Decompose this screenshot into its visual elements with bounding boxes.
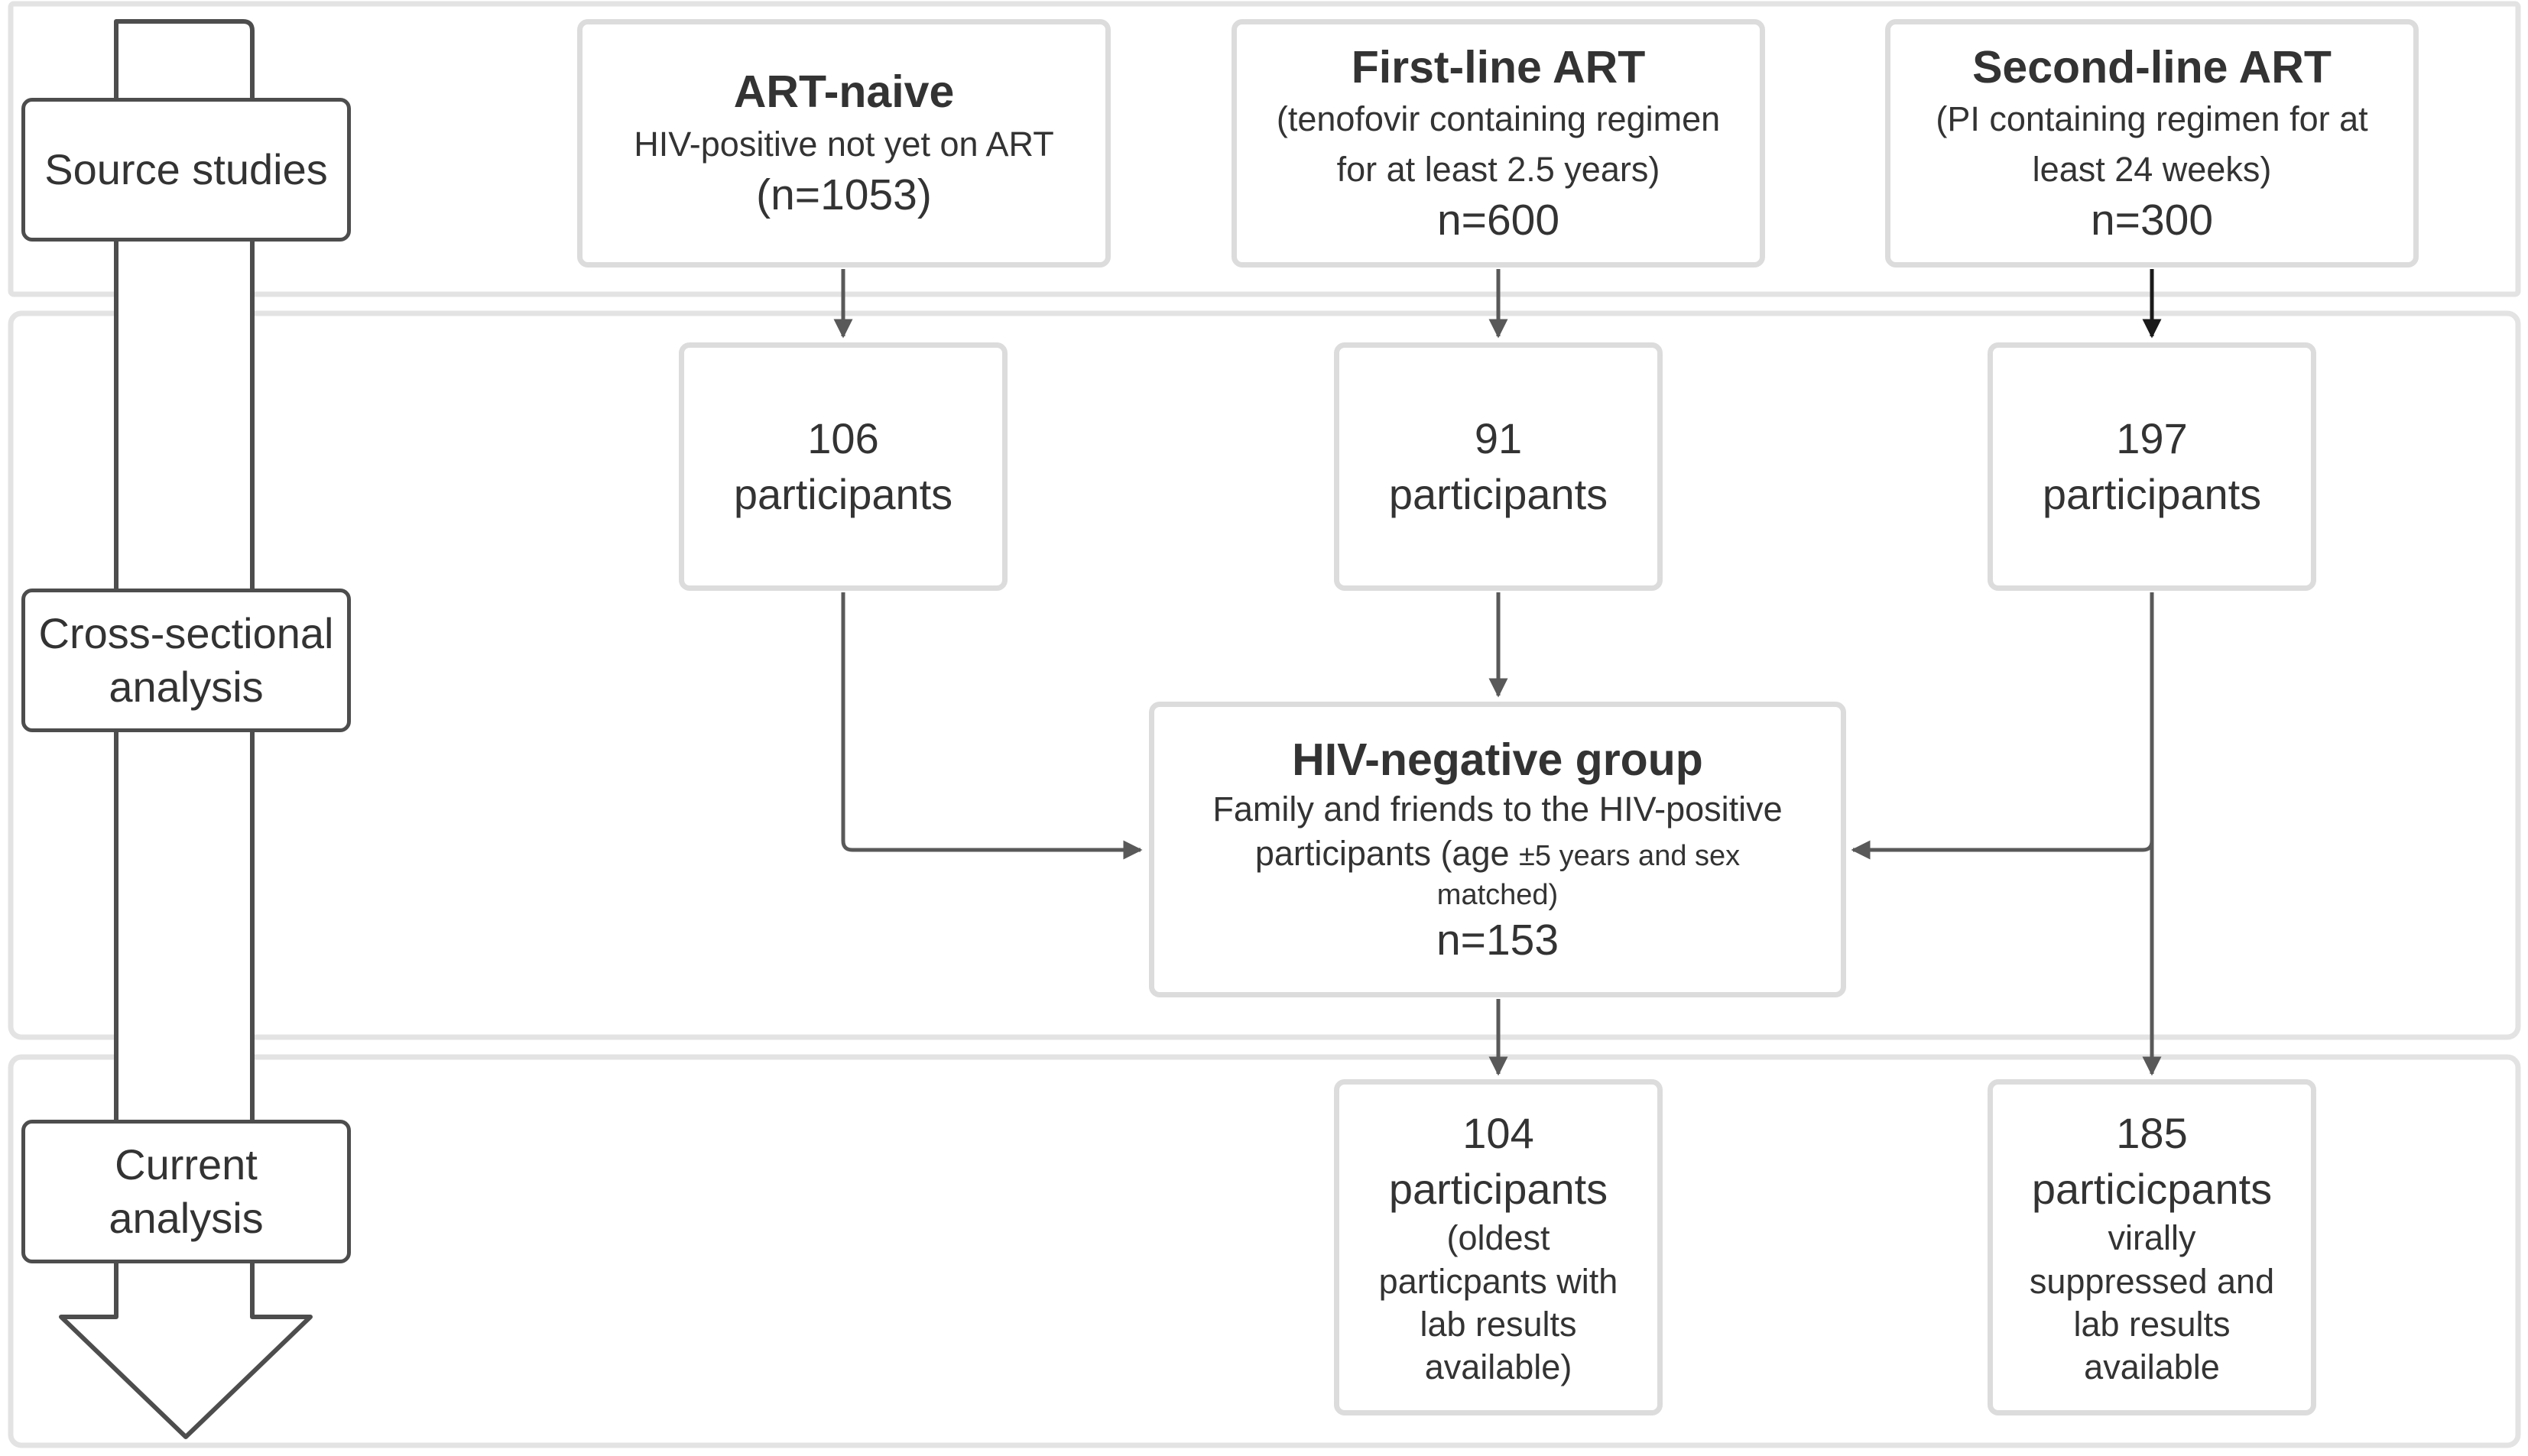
stage-source-studies: Source studies	[21, 98, 351, 242]
first-line-n: n=600	[1436, 195, 1560, 245]
second-line-title: Second-line ART	[1972, 41, 2332, 92]
first-count: 91	[1474, 413, 1523, 462]
current-first-label: participants	[1388, 1164, 1608, 1213]
art-naive-title: ART-naive	[733, 66, 955, 118]
second-label: participants	[2042, 469, 2262, 518]
negative-line3: matched)	[1436, 878, 1559, 911]
connector-106-to-negative	[841, 592, 1143, 860]
box-art-naive: ART-naive HIV-positive not yet on ART (n…	[577, 19, 1111, 268]
current-second-note1: virally	[2108, 1218, 2196, 1258]
negative-line2: participants (age ±5 years and sex	[1255, 832, 1740, 877]
negative-line1: Family and friends to the HIV-positive	[1212, 789, 1783, 829]
box-naive-participants: 106 participants	[679, 342, 1008, 591]
first-line-desc2: for at least 2.5 years)	[1336, 149, 1660, 189]
current-first-note1: (oldest	[1446, 1218, 1550, 1258]
box-current-first: 104 participants (oldest particpants wit…	[1334, 1079, 1663, 1415]
stage-cross-sectional: Cross-sectional analysis	[21, 589, 351, 732]
stage-current-analysis: Current analysis	[21, 1120, 351, 1263]
panel-current-analysis	[8, 1054, 2521, 1448]
first-line-desc1: (tenofovir containing regimen	[1276, 99, 1721, 139]
box-second-line-art: Second-line ART (PI containing regimen f…	[1885, 19, 2419, 268]
current-second-label: particicpants	[2031, 1164, 2273, 1213]
current-second-note2: suppressed and	[2029, 1261, 2275, 1301]
stage-source-label: Source studies	[44, 145, 328, 193]
first-line-title: First-line ART	[1351, 41, 1646, 92]
second-count: 197	[2116, 413, 2188, 462]
box-current-second: 185 particicpants virally suppressed and…	[1988, 1079, 2316, 1415]
stage-cross-line1: Cross-sectional	[38, 609, 334, 657]
connector-197-to-negative	[1851, 840, 2154, 860]
current-second-note4: available	[2084, 1347, 2220, 1387]
current-first-note2: particpants with	[1378, 1261, 1618, 1301]
first-label: participants	[1388, 469, 1608, 518]
negative-line2b: ±5 years and sex	[1519, 840, 1741, 872]
current-second-count: 185	[2116, 1108, 2188, 1157]
box-hiv-negative-group: HIV-negative group Family and friends to…	[1149, 702, 1846, 997]
current-second-note3: lab results	[2073, 1304, 2231, 1344]
art-naive-n: (n=1053)	[756, 170, 932, 220]
stage-current-line2: analysis	[109, 1194, 264, 1242]
box-first-line-art: First-line ART (tenofovir containing reg…	[1232, 19, 1765, 268]
second-line-desc2: least 24 weeks)	[2032, 149, 2272, 189]
second-line-n: n=300	[2090, 195, 2214, 245]
naive-count: 106	[807, 413, 879, 462]
current-first-note3: lab results	[1420, 1304, 1577, 1344]
stage-current-line1: Current	[115, 1140, 258, 1188]
stage-cross-line2: analysis	[109, 663, 264, 711]
panel-cross-sectional	[8, 310, 2521, 1040]
negative-n: n=153	[1436, 915, 1559, 965]
box-second-participants: 197 participants	[1988, 342, 2316, 591]
negative-title: HIV-negative group	[1292, 734, 1703, 785]
second-line-desc1: (PI containing regimen for at	[1936, 99, 2368, 139]
naive-label: participants	[733, 469, 953, 518]
current-first-note4: available)	[1424, 1347, 1572, 1387]
current-first-count: 104	[1462, 1108, 1534, 1157]
art-naive-desc: HIV-positive not yet on ART	[634, 125, 1054, 164]
box-first-participants: 91 participants	[1334, 342, 1663, 591]
negative-line2a: participants (age	[1254, 834, 1520, 873]
